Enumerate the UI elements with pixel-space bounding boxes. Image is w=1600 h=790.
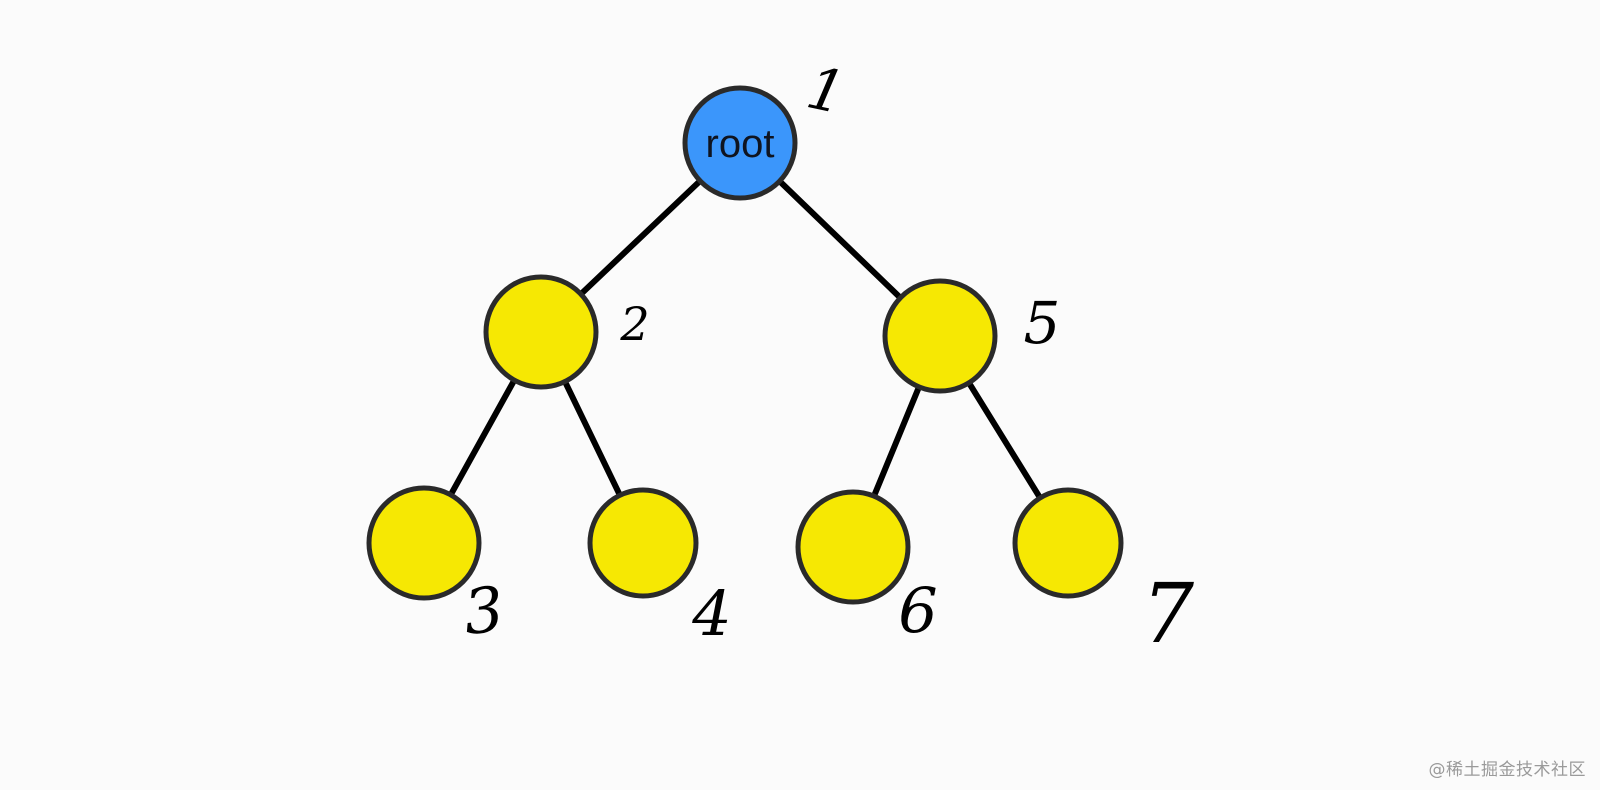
tree-node bbox=[587, 487, 699, 599]
tree-node bbox=[795, 489, 911, 605]
node-circle bbox=[1012, 487, 1124, 599]
traversal-order-label: 1 bbox=[801, 53, 851, 127]
labels-layer: 1 2 5 3 4 6 7 bbox=[460, 53, 1195, 662]
node-label: root bbox=[706, 122, 775, 166]
tree-node bbox=[1012, 487, 1124, 599]
node-circle bbox=[682, 85, 798, 201]
tree-node bbox=[882, 278, 998, 394]
traversal-order-label: 4 bbox=[691, 577, 731, 650]
traversal-order-label: 2 bbox=[619, 297, 649, 351]
tree-node bbox=[366, 485, 482, 601]
node-circle bbox=[882, 278, 998, 394]
node-circle bbox=[366, 485, 482, 601]
node-circle bbox=[795, 489, 911, 605]
watermark: @稀土掘金技术社区 bbox=[1428, 760, 1586, 780]
tree-node bbox=[483, 274, 599, 390]
root-node: root bbox=[682, 85, 798, 201]
traversal-order-label: 3 bbox=[460, 572, 507, 649]
traversal-order-label: 5 bbox=[1024, 289, 1061, 357]
traversal-order-label: 6 bbox=[898, 574, 937, 647]
node-circle bbox=[587, 487, 699, 599]
node-circle bbox=[483, 274, 599, 390]
traversal-order-label: 7 bbox=[1142, 567, 1195, 662]
nodes-layer: root bbox=[366, 85, 1124, 605]
